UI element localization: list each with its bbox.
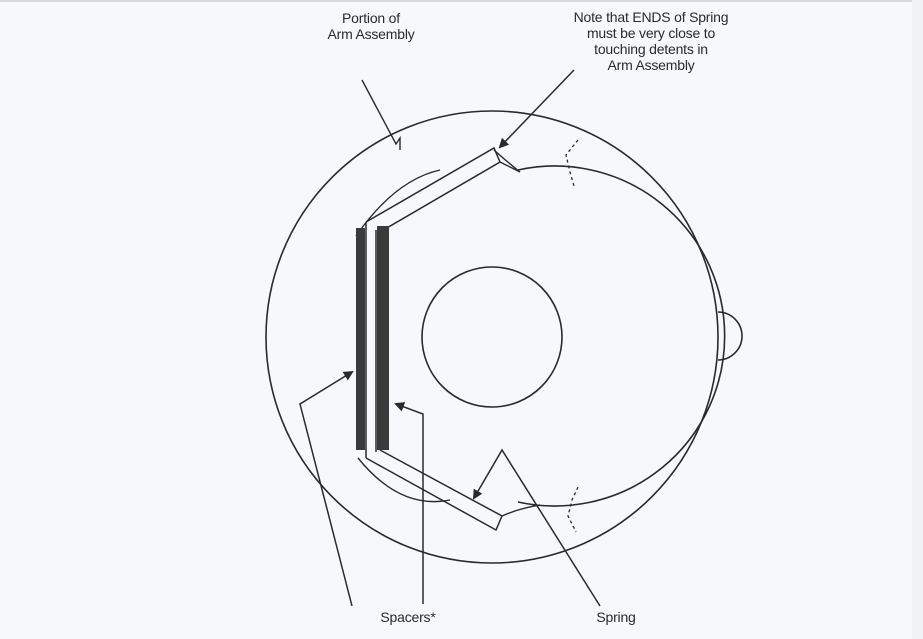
hub-circle: [421, 266, 563, 408]
arm-assembly-outer-circle: [265, 110, 719, 564]
spring-lower-leg: [365, 449, 503, 532]
detent-bump: [717, 311, 743, 361]
spring-lower-end-curve: [501, 504, 541, 517]
label-line: Arm Assembly: [327, 26, 415, 42]
scan-top-edge: [0, 0, 923, 2]
spacer-left: [356, 228, 365, 450]
label-line: must be very close to: [586, 25, 716, 41]
inner-circle-left-arc-top: [355, 169, 441, 237]
label-spring: Spring: [596, 609, 636, 625]
spring-leader: [472, 448, 601, 607]
label-line: Note that ENDS of Spring: [573, 9, 729, 25]
spring-upper-leg: [365, 146, 501, 233]
label-line: Portion of: [342, 10, 400, 26]
spacers-leader-left: [299, 370, 354, 607]
spring-upper-end-curve: [493, 149, 521, 173]
label-note-spring-ends: Note that ENDS of Spring must be very cl…: [528, 9, 774, 73]
label-portion-of-arm-assembly: Portion of Arm Assembly: [296, 10, 446, 42]
inner-circle-left-arc-bottom: [357, 457, 451, 503]
portion-leader-line: [361, 79, 401, 150]
label-line: touching detents in: [594, 41, 708, 57]
dashed-detent-top: [565, 139, 579, 187]
label-line: Arm Assembly: [607, 57, 695, 73]
spacer-right: [377, 226, 389, 450]
label-spacers: Spacers*: [380, 609, 436, 625]
note-leader-arrow: [498, 69, 575, 149]
dashed-detent-bottom: [567, 486, 579, 533]
scan-right-edge: [912, 0, 923, 639]
spring-inner-circle: [517, 165, 726, 507]
spacers-leader-right: [394, 402, 424, 604]
